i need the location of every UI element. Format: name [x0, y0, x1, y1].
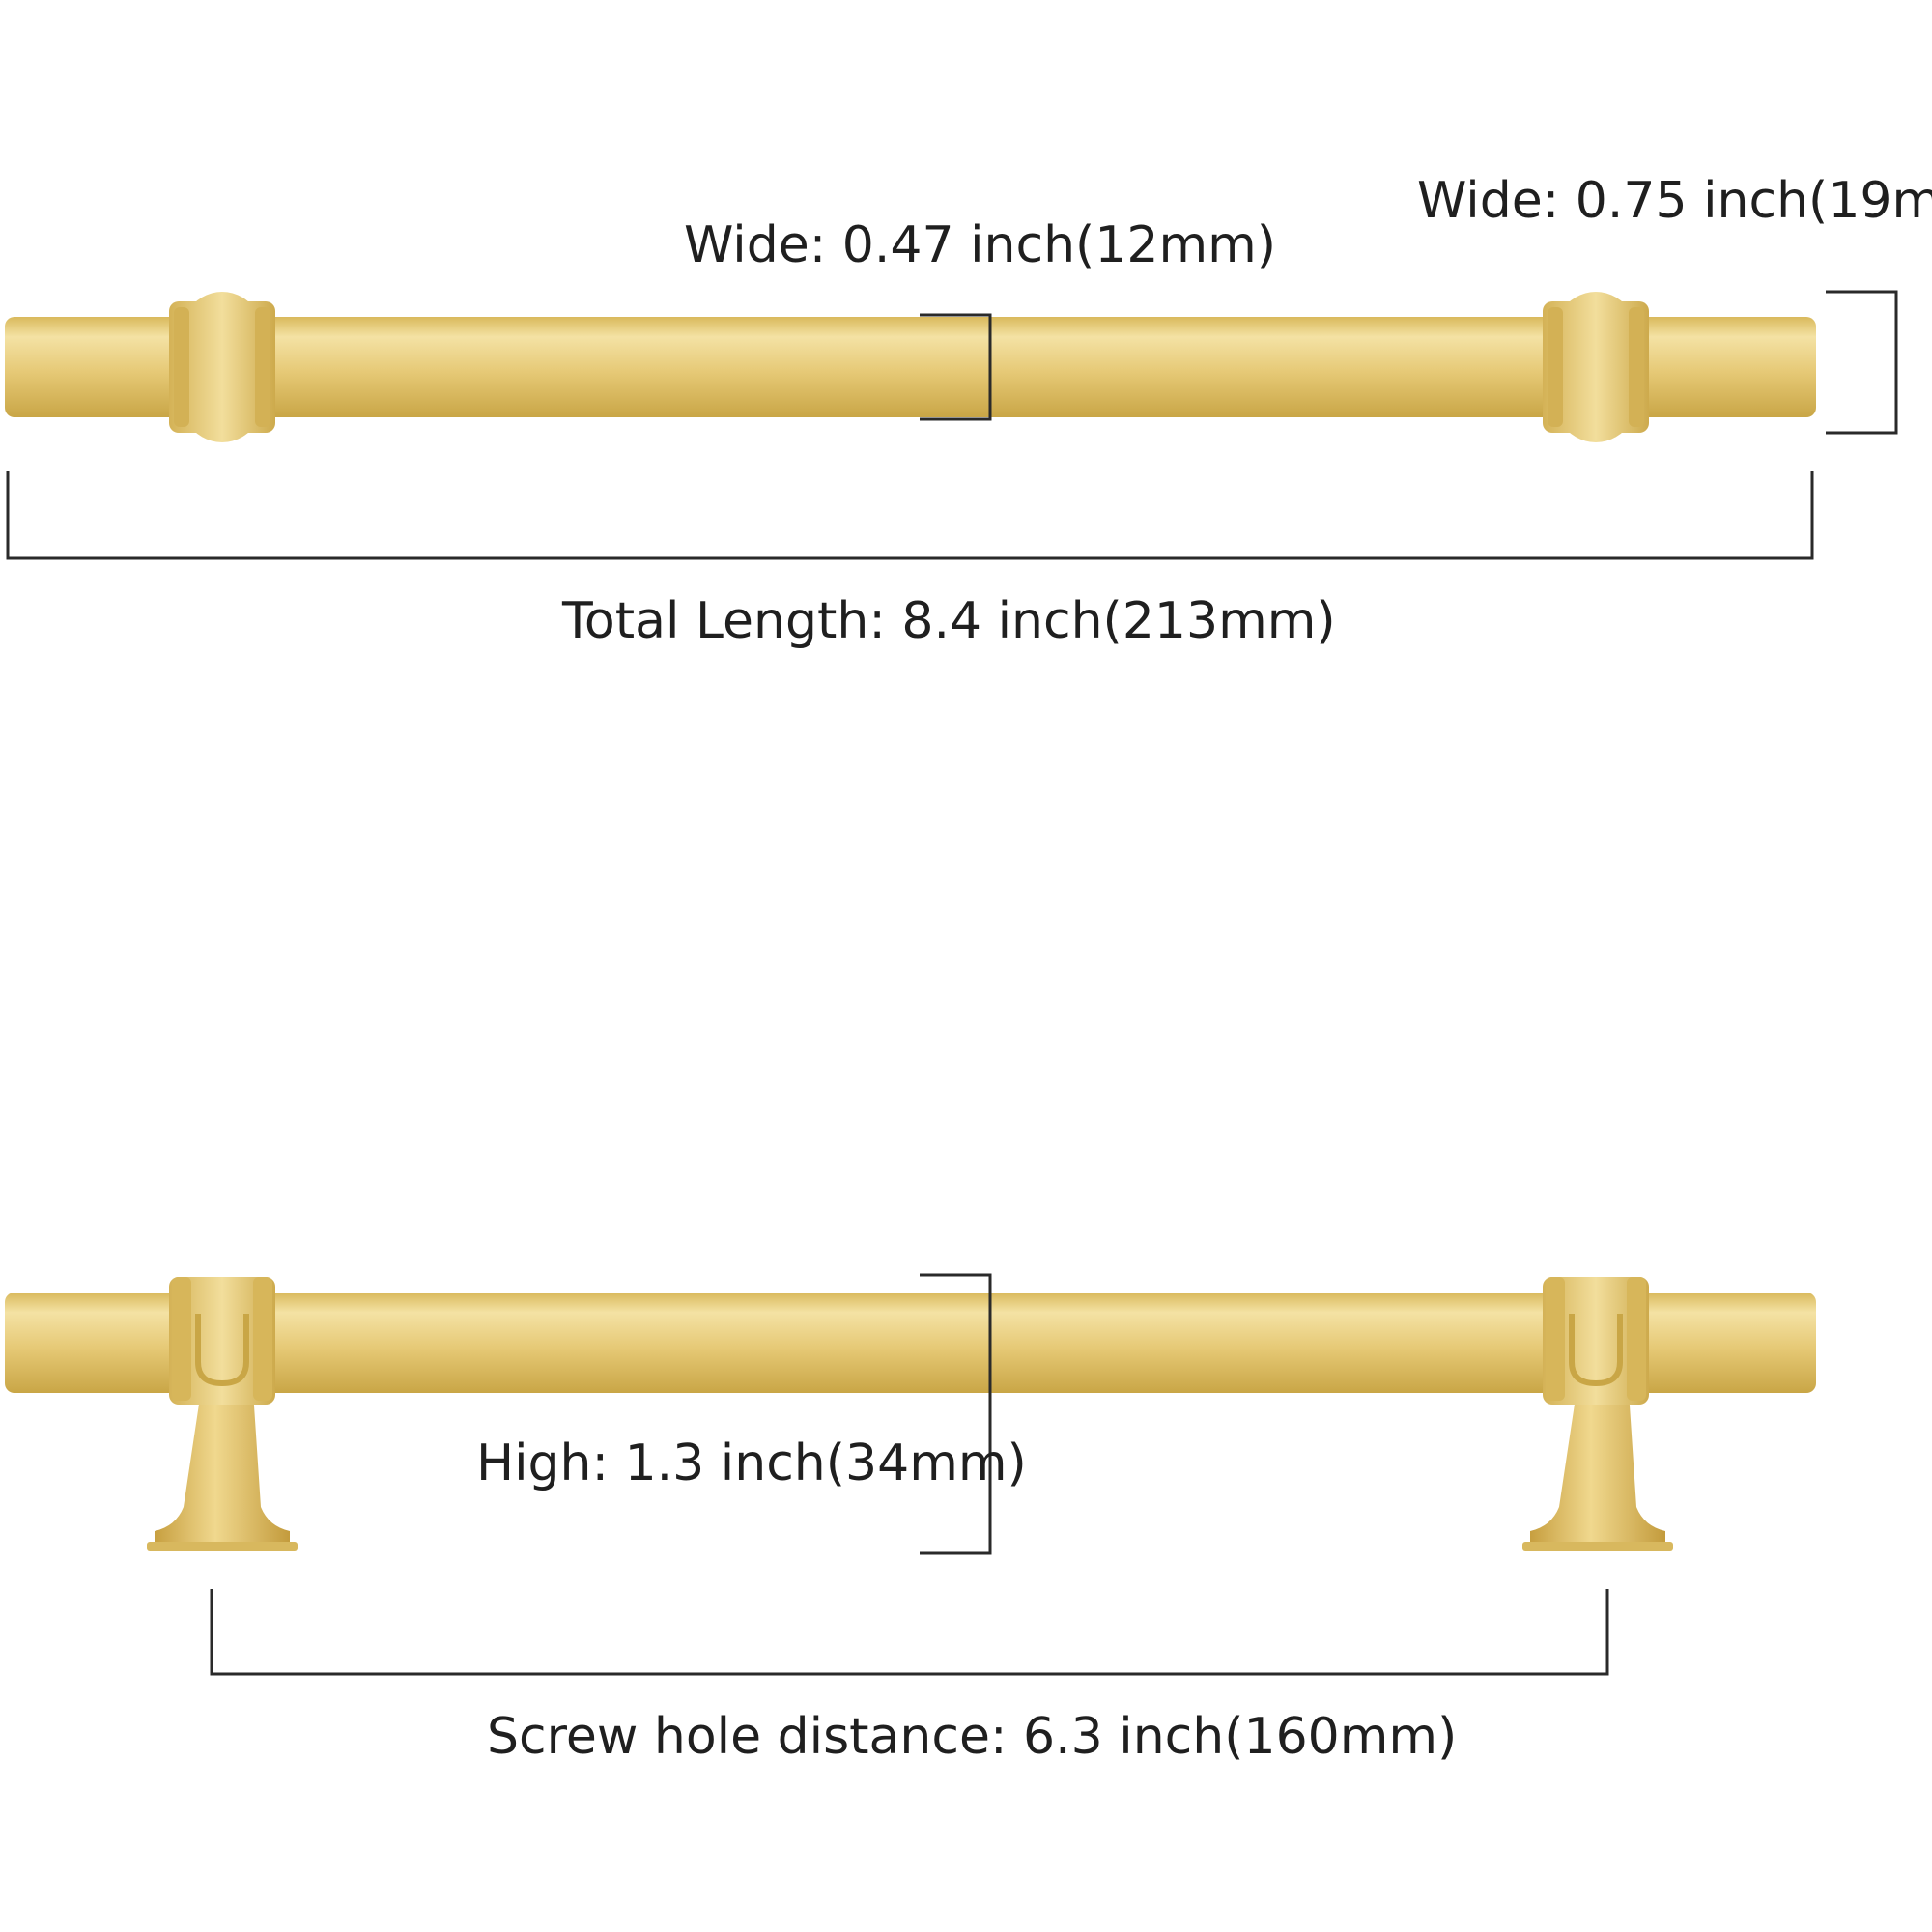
left-post	[147, 1391, 298, 1551]
height-bracket	[920, 1273, 992, 1555]
top-bar	[5, 317, 1816, 417]
screw-distance-bracket	[210, 1589, 1609, 1676]
knob-width-bracket	[1826, 290, 1898, 435]
bar-width-bracket	[920, 313, 992, 421]
side-left-collar	[169, 1277, 275, 1405]
side-bar	[5, 1293, 1816, 1393]
side-right-collar	[1543, 1277, 1649, 1405]
right-post	[1522, 1391, 1673, 1551]
knob-width-label: Wide: 0.75 inch(19mm)	[1417, 172, 1932, 230]
bar-width-label: Wide: 0.47 inch(12mm)	[684, 216, 1276, 274]
height-label: High: 1.3 inch(34mm)	[476, 1435, 1027, 1492]
top-left-knob	[169, 292, 275, 442]
total-length-bracket	[6, 471, 1814, 560]
top-view-handle	[5, 292, 1816, 442]
total-length-label: Total Length: 8.4 inch(213mm)	[561, 592, 1336, 650]
screw-distance-label: Screw hole distance: 6.3 inch(160mm)	[487, 1708, 1457, 1766]
top-right-knob	[1543, 292, 1649, 442]
side-view-handle	[5, 1277, 1816, 1551]
